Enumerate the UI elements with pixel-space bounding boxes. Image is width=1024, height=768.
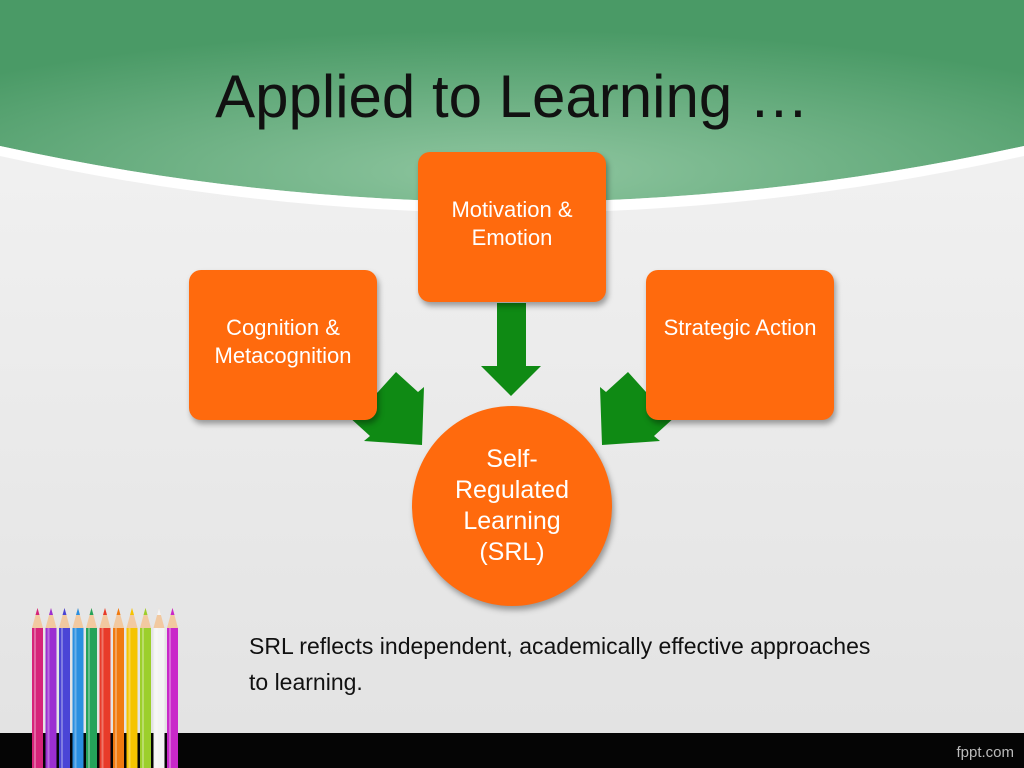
slide-caption: SRL reflects independent, academically e…: [249, 633, 871, 695]
pencil: [32, 608, 43, 768]
pencil: [59, 608, 70, 768]
pencil: [140, 608, 151, 768]
pencil: [72, 608, 84, 768]
node-cognition-metacognition: Cognition & Metacognition: [189, 270, 377, 420]
brand-watermark: fppt.com: [956, 744, 1014, 761]
node-srl-label: Self-Regulated Learning (SRL): [455, 445, 569, 566]
pencil: [126, 608, 138, 768]
node-strategic-label: Strategic Action: [663, 315, 817, 340]
pencil: [99, 608, 111, 768]
node-strategic-action: Strategic Action: [646, 270, 834, 420]
node-motivation-label: Motivation & Emotion: [451, 197, 573, 250]
pencils-decoration: [32, 608, 178, 768]
node-cognition-label: Cognition & Metacognition: [214, 315, 352, 368]
pencil: [153, 608, 165, 768]
pencil: [45, 608, 57, 768]
pencil: [113, 608, 124, 768]
pencil: [167, 608, 178, 768]
node-self-regulated-learning: Self-Regulated Learning (SRL): [412, 406, 612, 606]
pencil: [86, 608, 97, 768]
node-motivation-emotion: Motivation & Emotion: [418, 152, 606, 302]
slide-title: Applied to Learning …: [215, 63, 809, 130]
